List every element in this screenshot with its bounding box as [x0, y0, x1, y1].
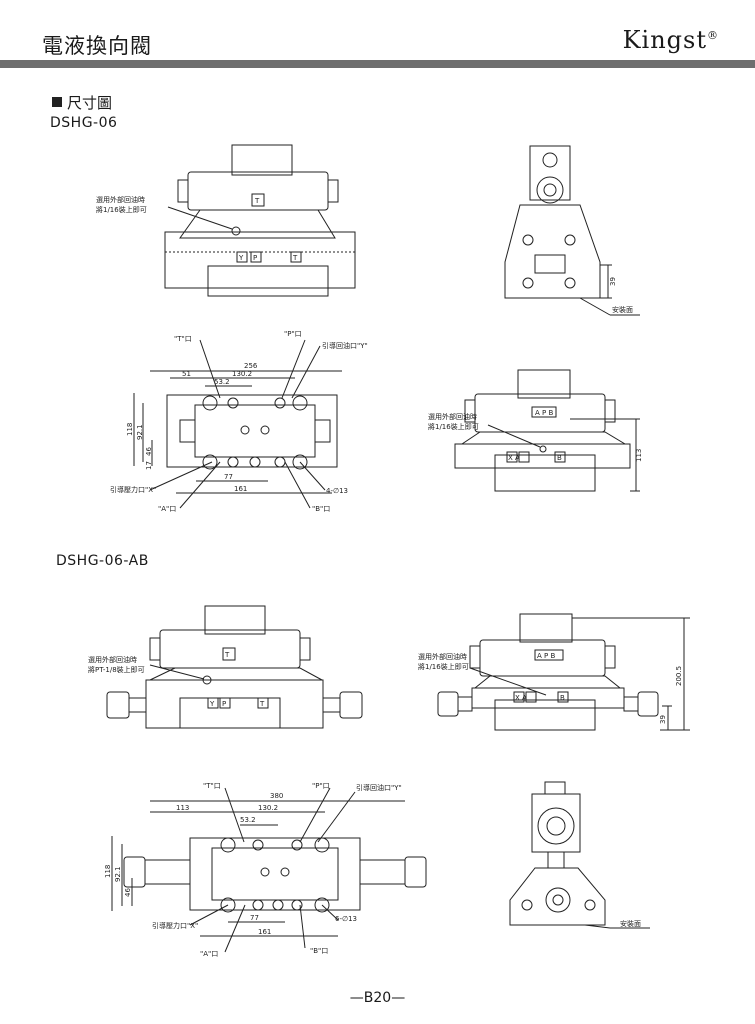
dim-118-a: 118: [126, 423, 134, 436]
dim-118-b: 118: [104, 865, 112, 878]
drawing-top-view-2: [111, 787, 427, 953]
pilot-press-X-1: 引導壓力口"X": [110, 485, 156, 494]
mount-face-label-1: 安裝面: [612, 305, 633, 314]
registered-mark: ®: [707, 29, 719, 42]
dim-77-a: 77: [224, 473, 233, 481]
drain-note-4b: 將1/16裝上即可: [418, 662, 469, 671]
dim-200-5: 200.5: [675, 666, 683, 686]
dim-53-2-a: 53.2: [214, 378, 230, 386]
label-APB-1: A P B: [535, 409, 553, 417]
dim-39-a: 39: [609, 277, 617, 286]
drain-note-3a: 選用外部回油時: [88, 655, 137, 664]
dim-17: 17: [145, 461, 153, 470]
dim-46-a: 46: [145, 447, 153, 456]
port-P-2: "P"口: [312, 782, 330, 790]
section-title: 尺寸圖: [67, 94, 113, 112]
dim-161-a: 161: [234, 485, 247, 493]
section-heading: 尺寸圖: [52, 92, 112, 113]
header-rule: [0, 60, 755, 68]
brand-name: Kingst: [622, 26, 707, 54]
dim-53-2-b: 53.2: [240, 816, 256, 824]
drawing-front-view-1: [164, 144, 356, 297]
model-label-1: DSHG-06: [50, 115, 118, 131]
label-T-1b: T: [292, 254, 298, 262]
dim-130-2-b: 130.2: [258, 804, 278, 812]
pilot-drain-Y-1: 引導回油口"Y": [322, 341, 368, 350]
drain-note-3b: 將PT-1/8裝上即可: [88, 665, 145, 674]
drawing-side-view-1: [504, 145, 640, 316]
dim-113: 113: [635, 449, 643, 462]
label-APB-2: A P B: [537, 652, 555, 660]
drawing-rear-view-2: [437, 613, 690, 731]
dim-130-2-a: 130.2: [232, 370, 252, 378]
label-Y-2: Y: [209, 700, 215, 708]
page-number: —B20—: [349, 990, 406, 1006]
dim-92-1-a: 92.1: [136, 424, 144, 440]
port-T-1: "T"口: [174, 335, 192, 343]
dim-46-b: 46: [124, 888, 132, 897]
dim-380: 380: [270, 792, 283, 800]
port-B-2: "B"口: [310, 947, 328, 955]
port-P-1: "P"口: [284, 330, 302, 338]
page-header: 電液換向閥 Kingst®: [0, 0, 755, 70]
drawing-rear-view-1: [454, 369, 640, 492]
dim-256: 256: [244, 362, 258, 370]
drain-note-2a: 選用外部回油時: [428, 412, 477, 421]
dim-39-b: 39: [659, 715, 667, 724]
pilot-press-X-2: 引導壓力口"X": [152, 921, 198, 930]
dim-161-b: 161: [258, 928, 271, 936]
drain-note-1a: 選用外部回油時: [96, 195, 145, 204]
port-A-1: "A"口: [158, 505, 176, 513]
dim-113-b: 113: [176, 804, 189, 812]
drawing-top-view-1: [133, 339, 342, 509]
label-B-2: B: [560, 694, 565, 702]
drain-note-2b: 將1/16裝上即可: [428, 422, 479, 431]
label-T-2b: T: [259, 700, 265, 708]
pilot-drain-Y-2: 引導回油口"Y": [356, 783, 402, 792]
port-A-2: "A"口: [200, 950, 218, 958]
drawing-side-view-2: [509, 781, 650, 929]
label-XA-2: X A: [515, 694, 527, 702]
dim-6-13: 6-∅13: [335, 915, 357, 923]
drawing-front-view-2: [106, 605, 363, 729]
label-P-1: P: [253, 254, 257, 262]
port-T-2: "T"口: [203, 782, 221, 790]
model-label-2: DSHG-06-AB: [56, 553, 149, 569]
bullet-square-icon: [52, 97, 62, 107]
dim-51: 51: [182, 370, 191, 378]
mount-face-label-2: 安裝面: [620, 919, 641, 928]
label-Y-1: Y: [238, 254, 244, 262]
dim-77-b: 77: [250, 914, 259, 922]
drain-note-1b: 將1/16裝上即可: [96, 205, 147, 214]
page-title: 電液換向閥: [42, 34, 152, 58]
brand-logo: Kingst®: [623, 26, 719, 54]
drain-note-4a: 選用外部回油時: [418, 652, 467, 661]
label-T-2: T: [224, 651, 230, 659]
dim-92-1-b: 92.1: [114, 866, 122, 882]
port-B-1: "B"口: [312, 505, 330, 513]
label-XA-1: X A: [508, 454, 520, 462]
label-B-1: B: [557, 454, 562, 462]
dim-4-13: 4-∅13: [326, 487, 348, 495]
label-T-1: T: [254, 197, 260, 205]
label-P-2: P: [222, 700, 226, 708]
